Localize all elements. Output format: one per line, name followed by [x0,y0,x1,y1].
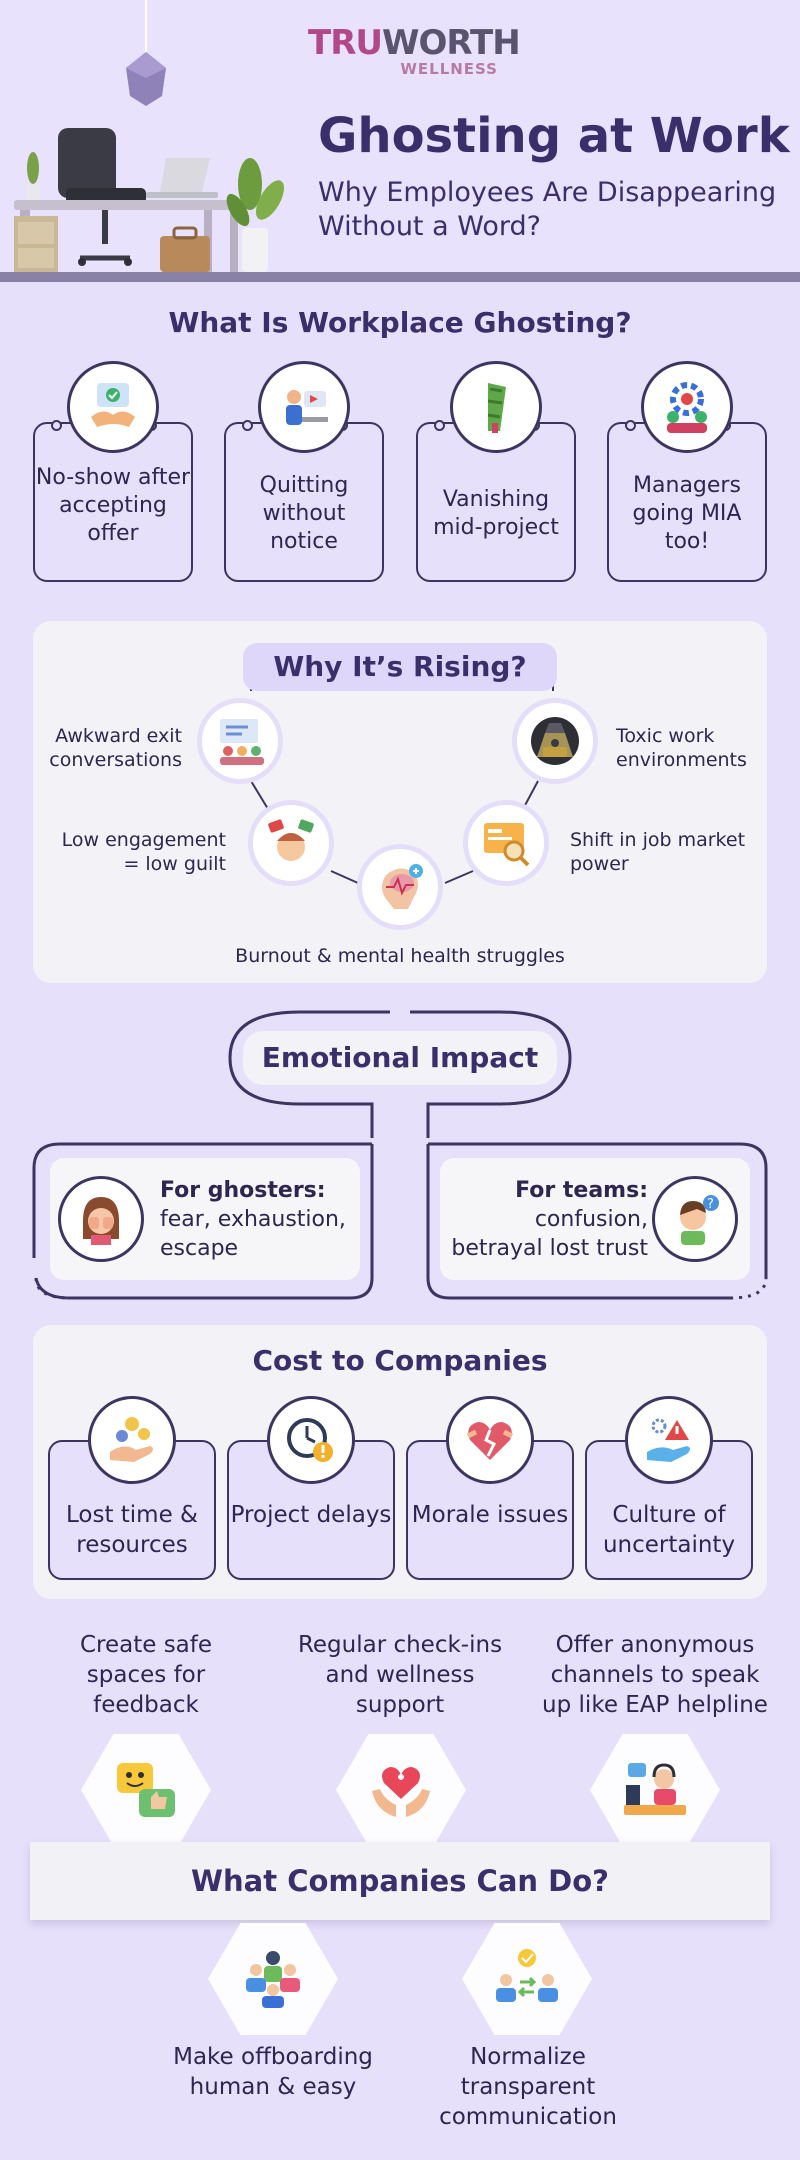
disappearing-person-icon [450,361,542,453]
action-tip-label: Offer anonymous channels to speak up lik… [542,1632,768,1718]
action-tip-label: Create safe spaces for feedback [79,1632,213,1718]
ghosting-card-label: Managers going MIA too! [632,473,742,554]
action-tip-label: Make offboarding human & easy [173,2044,373,2100]
rising-title: Why It’s Rising? [243,643,557,691]
manager-team-gear-icon [641,361,733,453]
stressed-person-icon [248,800,334,886]
emotional-card-ghosters: For ghosters: fear, exhaustion, escape [50,1158,360,1280]
clock-warning-icon [267,1396,355,1484]
ghosting-card-label: Vanishing mid-project [433,487,559,540]
connector-dot [242,420,253,431]
action-tip-label: Normalize transparent communication [439,2044,617,2130]
rising-reason-label: Burnout & mental health struggles [235,945,565,967]
rising-reason-label: Shift in job market power [570,829,746,875]
emotional-title: Emotional Impact [243,1031,557,1085]
job-search-icon [463,800,549,886]
connector-dot [434,420,445,431]
ghosting-card-label: No-show after accepting offer [35,465,191,546]
actions-title: What Companies Can Do? [30,1842,770,1920]
helpline-agent-icon [590,1734,720,1846]
ghosters-text: For ghosters: fear, exhaustion, escape [160,1176,360,1263]
ghosting-card-label: Quitting without notice [259,473,349,554]
brand-logo: TRUWORTH WELLNESS [308,23,521,78]
connector-dot [51,420,62,431]
emotional-card-teams: For teams: confusion, betrayal lost trus… [440,1158,750,1280]
emotional-connector-lines [32,1010,768,1300]
crying-woman-icon [58,1176,144,1262]
pendant-lamp-icon [118,0,174,110]
svg-text:?: ? [707,1197,714,1212]
heart-hands-icon [336,1734,466,1846]
ghosting-card-managers: Managers going MIA too! [607,422,767,582]
communication-exchange-icon [462,1923,592,2035]
meeting-presentation-icon [197,698,283,784]
cost-card-label: Morale issues [411,1502,569,1528]
logo-wordmark: TRUWORTH [308,23,521,63]
team-group-icon [208,1923,338,2035]
office-desk-illustration-icon [14,118,304,276]
hand-warning-icon [625,1396,713,1484]
what-is-title: What Is Workplace Ghosting? [168,306,632,339]
teams-description: confusion, betrayal lost trust [451,1207,648,1261]
handshake-check-icon [67,361,159,453]
broken-heart-icon [446,1396,534,1484]
connector-dot [625,420,636,431]
teams-heading: For teams: [515,1178,648,1203]
rising-reason-label: Low engagement = low guilt [61,829,226,875]
cost-card-label: Lost time & resources [65,1502,198,1558]
page-title: Ghosting at Work [318,108,790,164]
header-divider [0,272,800,282]
cost-card-label: Culture of uncertainty [602,1502,736,1558]
teams-text: For teams: confusion, betrayal lost trus… [448,1176,648,1263]
ghosting-card-quitting: Quitting without notice [224,422,384,582]
cost-card-label: Project delays [230,1502,392,1528]
person-leaving-desk-icon [258,361,350,453]
ghosters-heading: For ghosters: [160,1178,326,1203]
rising-reason-label: Toxic work environments [616,725,747,771]
cost-title: Cost to Companies [252,1344,548,1377]
feedback-chat-icon [81,1734,211,1846]
ghosters-description: fear, exhaustion, escape [160,1207,346,1261]
hand-money-icon [88,1396,176,1484]
ghosting-card-no-show: No-show after accepting offer [33,422,193,582]
rising-reason-label: Awkward exit conversations [49,725,182,771]
action-tip-label: Regular check-ins and wellness support [297,1632,503,1718]
confused-man-icon: ? [652,1176,738,1262]
header: TRUWORTH WELLNESS Ghosting at Work Why E… [0,0,800,280]
brain-health-icon [357,844,443,930]
logo-subtext: WELLNESS [400,60,498,78]
dark-office-icon [512,698,598,784]
page-subtitle: Why Employees Are Disappearing Without a… [318,177,777,242]
cost-card-time: Lost time & resources [48,1440,216,1580]
